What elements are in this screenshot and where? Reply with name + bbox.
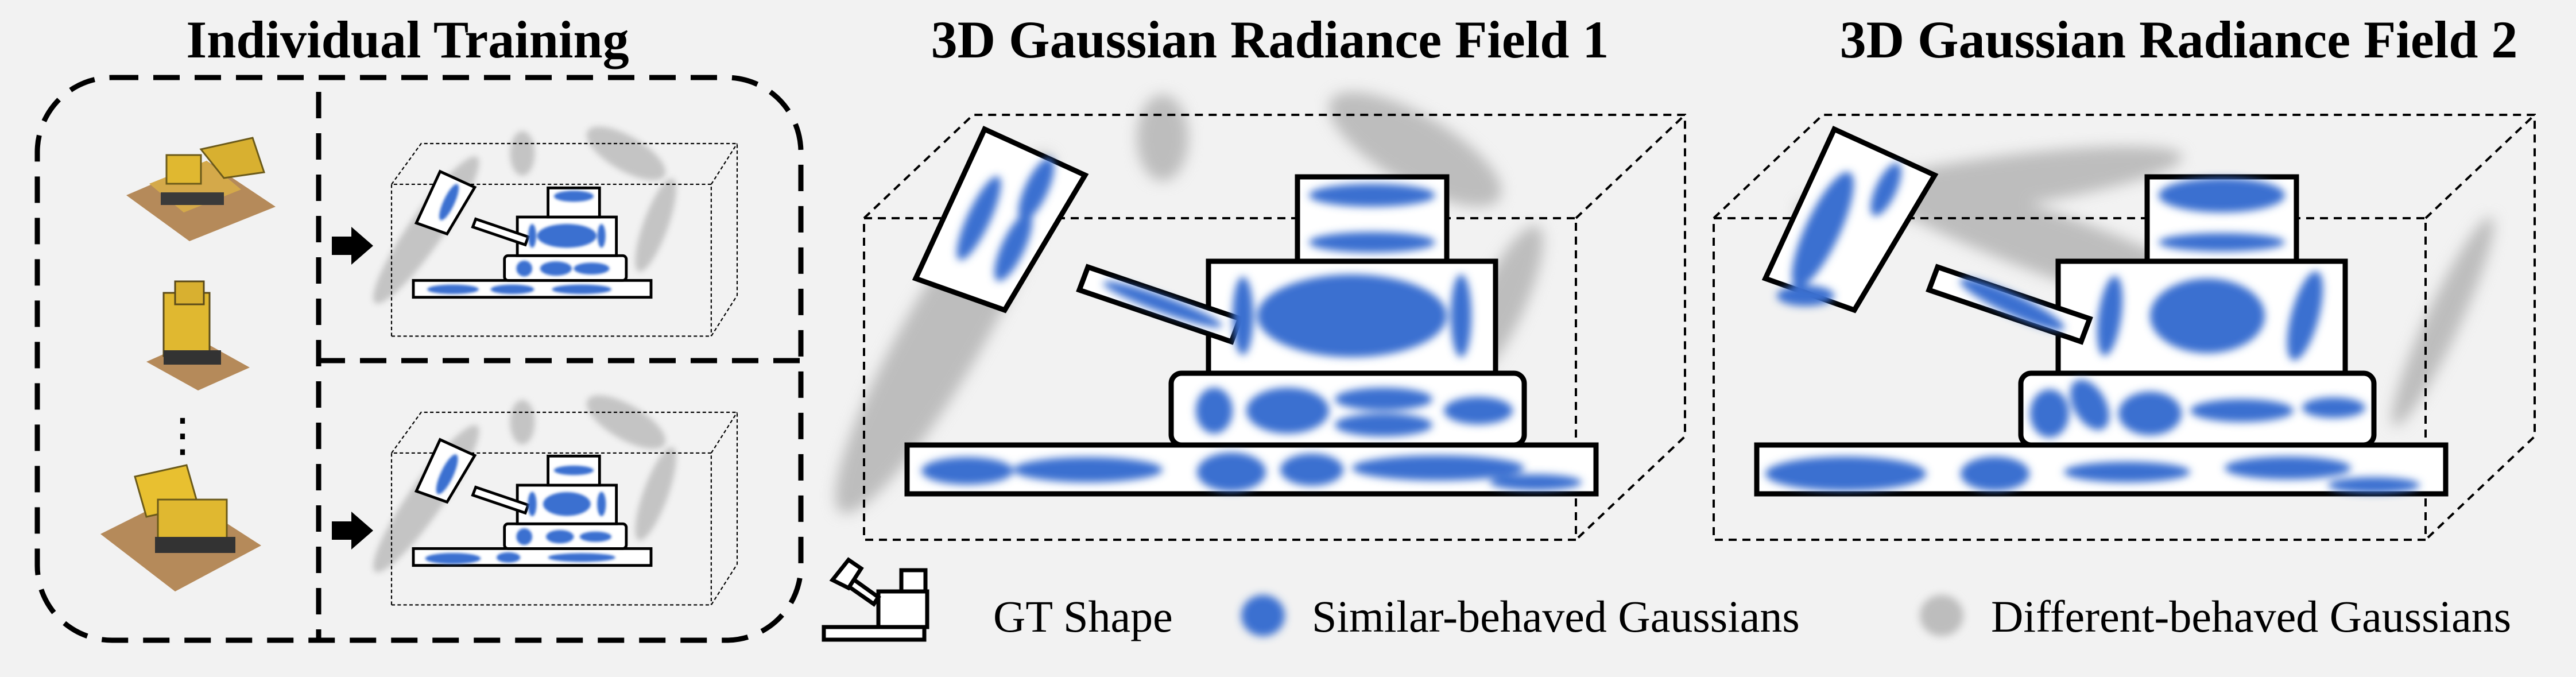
legend-similar: Similar-behaved Gaussians (1312, 591, 1800, 641)
bounding-box (1713, 114, 2536, 541)
legend: GT Shape Similar-behaved Gaussians Diffe… (822, 557, 2511, 642)
title-radiance-field-1: 3D Gaussian Radiance Field 1 (931, 10, 1609, 69)
small-excavator-top (412, 169, 653, 299)
radiance-field-2 (1713, 114, 2536, 541)
arrow-right-icon (332, 227, 373, 265)
similar-behaved-gaussians (1765, 163, 2420, 493)
bulldozer-photo (146, 280, 250, 390)
individual-training-panel (34, 75, 804, 643)
legend-gt-shape: GT Shape (993, 591, 1173, 641)
title-individual-training: Individual Training (186, 10, 629, 69)
small-excavator-bottom (412, 438, 653, 567)
legend-different: Different-behaved Gaussians (1991, 591, 2511, 641)
bounding-box (863, 114, 1686, 541)
different-gaussian-icon (1920, 595, 1963, 636)
bulldozer-photo (100, 464, 261, 591)
arrow-right-icon (332, 512, 373, 550)
ellipsis: ⋮ (160, 408, 206, 462)
radiance-field-1 (835, 92, 1686, 541)
similar-gaussian-icon (1241, 595, 1285, 636)
bulldozer-photo (126, 137, 276, 241)
similar-behaved-gaussians (921, 157, 1582, 492)
gt-shape-icon (822, 557, 929, 642)
title-radiance-field-2: 3D Gaussian Radiance Field 2 (1840, 10, 2518, 69)
small-radiance-field-bottom (361, 385, 738, 606)
small-radiance-field-top (361, 116, 738, 337)
